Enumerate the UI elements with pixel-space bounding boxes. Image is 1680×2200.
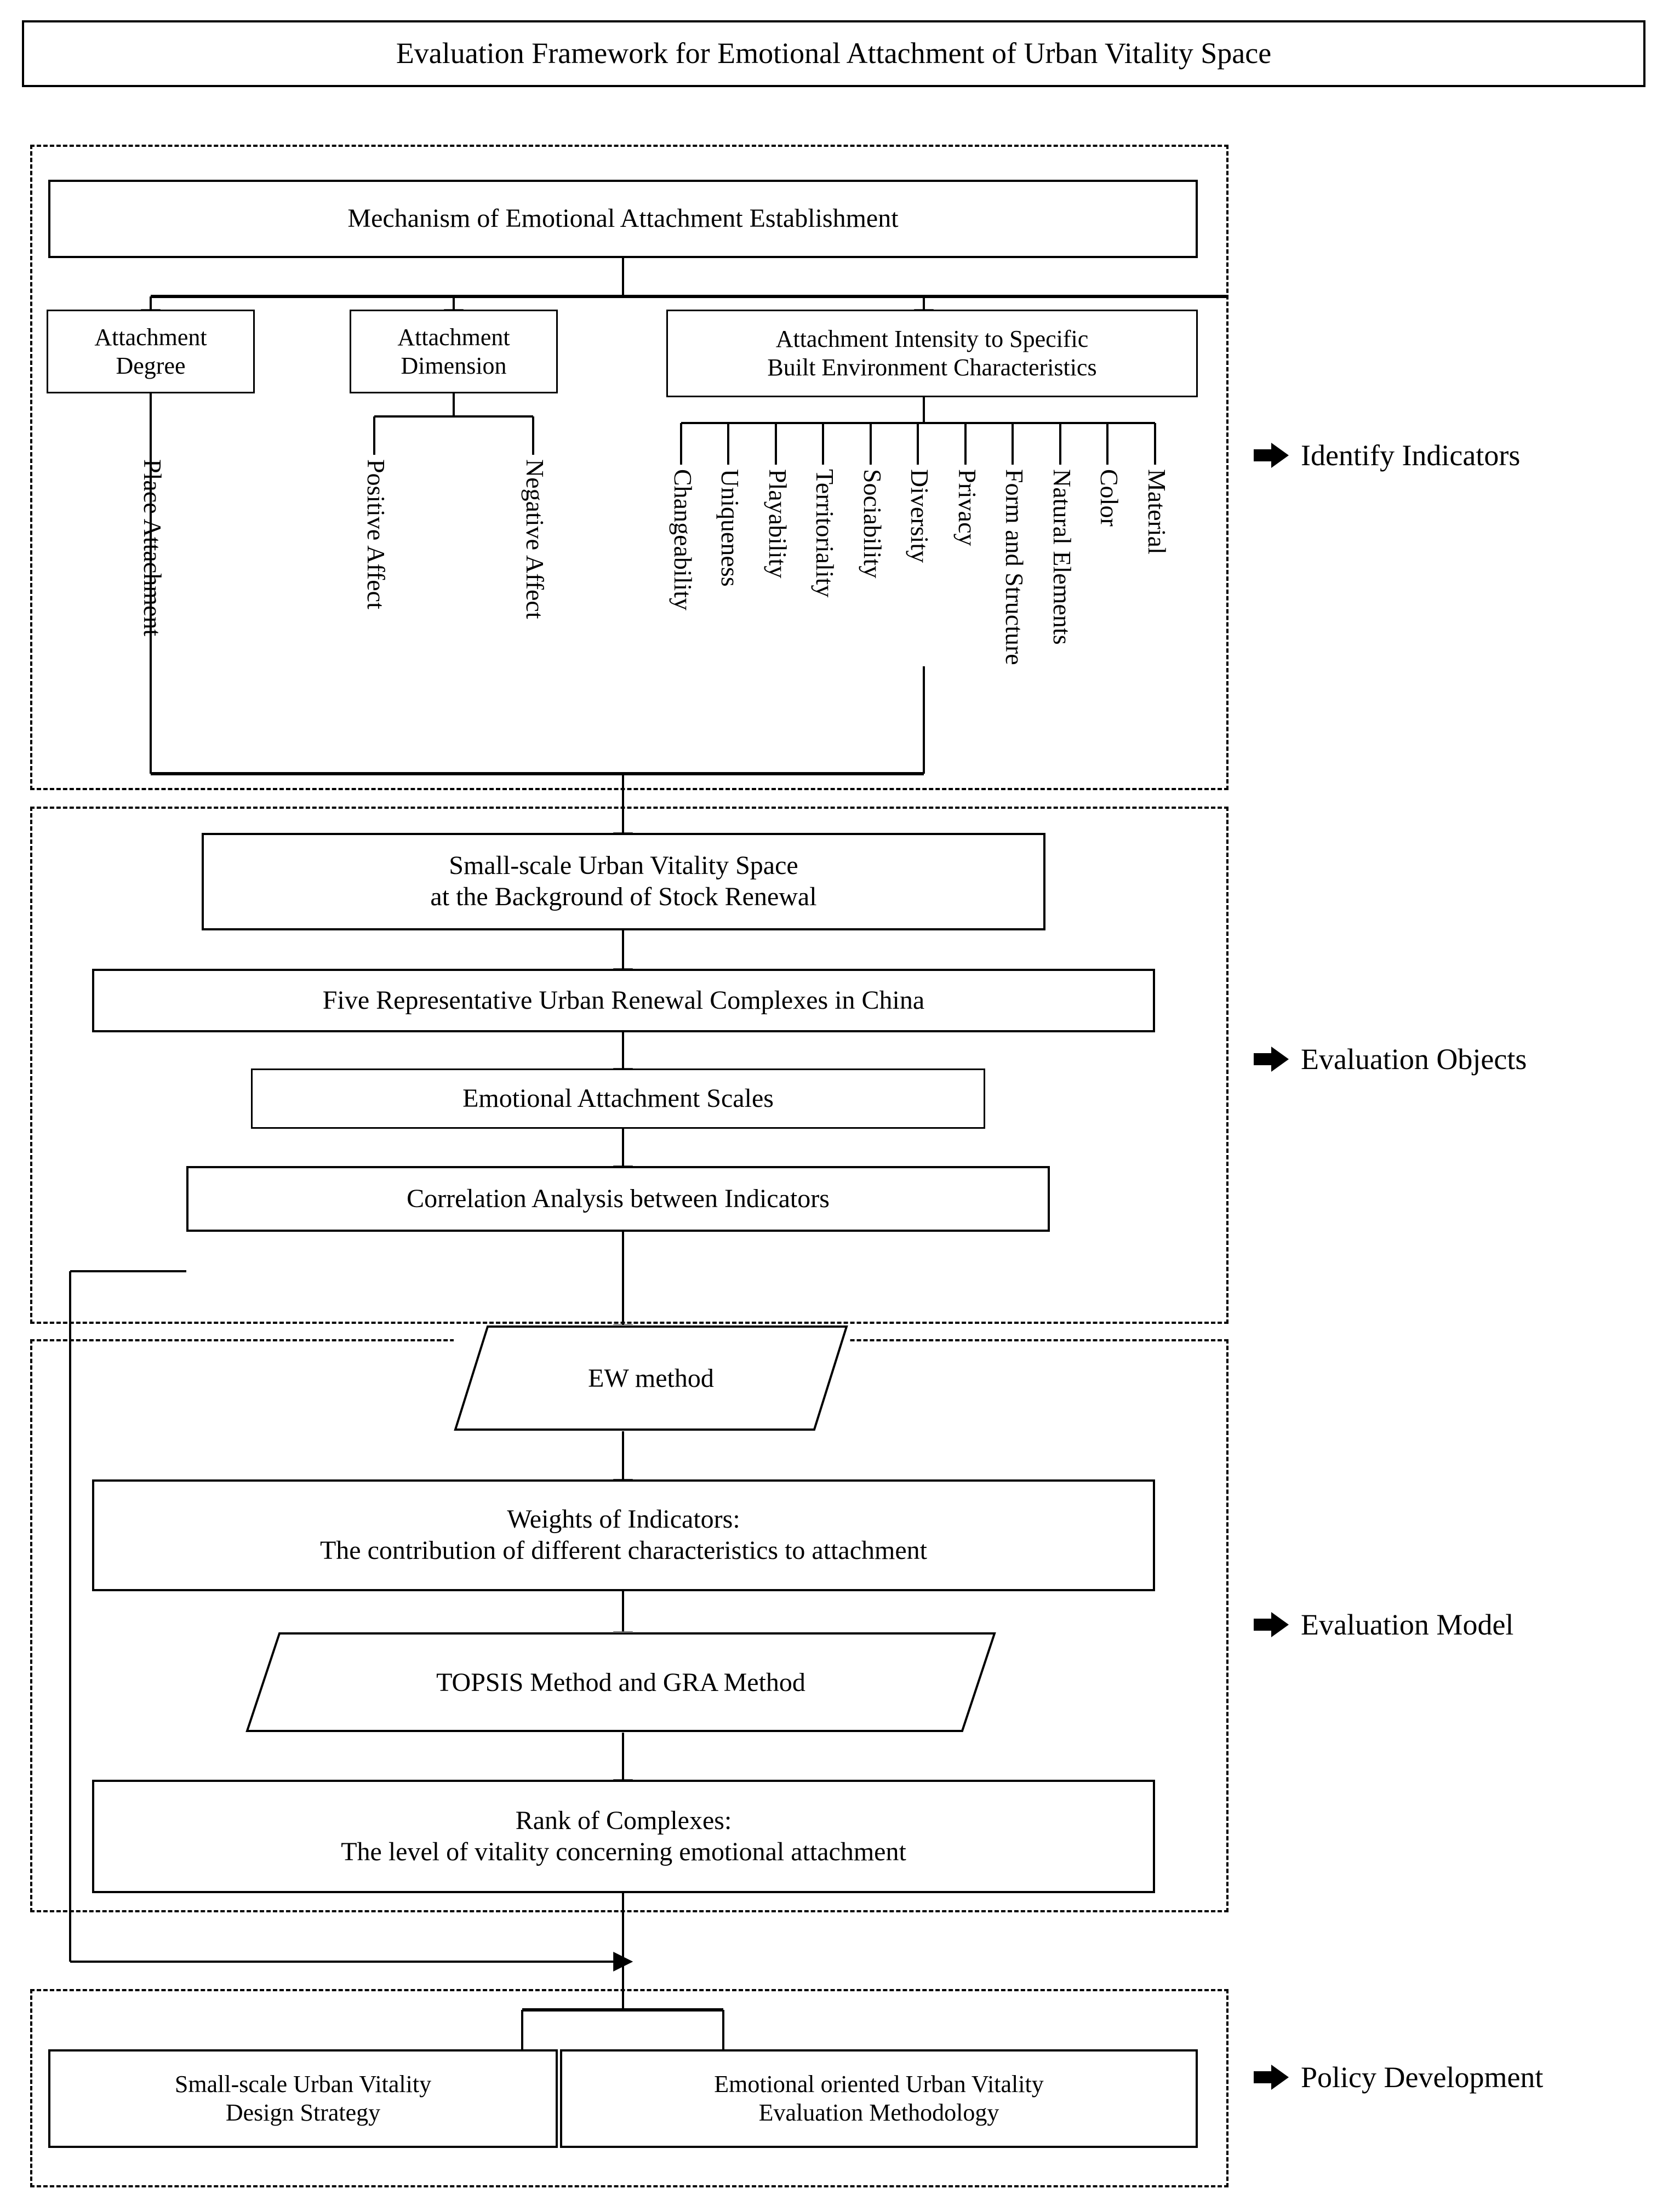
node-line-1: TOPSIS Method and GRA Method [436,1667,805,1697]
stage-evaluation-objects: Evaluation Objects [1254,1042,1527,1076]
leaf-negative-affect: Negative Affect [521,459,549,619]
right-arrow-icon [1254,2065,1289,2090]
node-weights-of-indicators: Weights of Indicators: The contribution … [92,1479,1155,1591]
node-five-representative-complexes: Five Representative Urban Renewal Comple… [92,969,1155,1032]
leaf-sociability: Sociability [859,469,887,579]
node-line-1: Small-scale Urban Vitality Space [449,851,798,881]
parallelogram-shape [245,1632,996,1732]
parallelogram-shape [454,1325,848,1431]
leaf-playability: Playability [764,469,792,579]
node-line-1: Small-scale Urban Vitality [174,2071,432,2098]
node-line-2: Design Strategy [225,2099,381,2126]
node-line-2: Degree [116,352,186,379]
stage-policy-development: Policy Development [1254,2060,1543,2094]
leaf-diversity: Diversity [906,469,934,563]
right-arrow-icon [1254,1612,1289,1637]
node-mechanism-of-emotional-attachment: Mechanism of Emotional Attachment Establ… [48,180,1198,258]
leaf-natural-elements: Natural Elements [1048,469,1076,645]
node-line-1: Attachment [94,323,207,351]
node-attachment-intensity: Attachment Intensity to Specific Built E… [666,310,1198,397]
node-line-1: Weights of Indicators: [507,1505,740,1534]
leaf-privacy: Privacy [953,469,981,546]
leaf-material: Material [1143,469,1171,555]
node-small-scale-urban-vitality-space: Small-scale Urban Vitality Space at the … [202,833,1045,930]
section-identify-indicators [30,145,1228,790]
leaf-changeability: Changeability [669,469,697,611]
node-correlation-analysis: Correlation Analysis between Indicators [186,1166,1050,1232]
section-evaluation-objects [30,807,1228,1324]
node-line-1: Attachment Intensity to Specific [775,325,1089,353]
stage-identify-indicators: Identify Indicators [1254,438,1520,472]
node-attachment-degree: Attachment Degree [47,310,255,393]
leaf-form-and-structure: Form and Structure [1001,469,1028,665]
right-arrow-icon [1254,443,1289,468]
stage-label: Identify Indicators [1301,439,1521,472]
node-line-1: EW method [588,1363,714,1393]
stage-label: Policy Development [1301,2061,1544,2094]
node-line-1: Emotional oriented Urban Vitality [714,2071,1044,2098]
leaf-color: Color [1095,469,1123,527]
leaf-positive-affect: Positive Affect [362,459,390,609]
node-topsis-and-gra-method: TOPSIS Method and GRA Method [245,1632,996,1733]
leaf-uniqueness: Uniqueness [716,469,744,587]
node-line-2: at the Background of Stock Renewal [430,882,817,911]
node-line-2: The level of vitality concerning emotion… [341,1837,906,1866]
section-policy-development [30,1989,1228,2187]
leaf-place-attachment: Place Attachment [139,459,167,637]
stage-evaluation-model: Evaluation Model [1254,1608,1513,1642]
node-line-2: Dimension [401,352,507,379]
leaf-territoriality: Territoriality [811,469,839,598]
node-line-2: The contribution of different characteri… [319,1536,927,1565]
node-line-2: Evaluation Methodology [758,2099,999,2126]
stage-label: Evaluation Objects [1301,1043,1527,1076]
page-title: Evaluation Framework for Emotional Attac… [22,20,1645,87]
stage-label: Evaluation Model [1301,1608,1514,1641]
right-arrow-icon [1254,1047,1289,1072]
node-rank-of-complexes: Rank of Complexes: The level of vitality… [92,1780,1155,1893]
node-ew-method: EW method [454,1325,848,1431]
node-design-strategy: Small-scale Urban Vitality Design Strate… [48,2049,558,2148]
node-line-1: Rank of Complexes: [515,1805,732,1835]
node-line-1: Attachment [397,323,510,351]
node-emotional-attachment-scales: Emotional Attachment Scales [251,1068,985,1129]
node-attachment-dimension: Attachment Dimension [350,310,558,393]
node-line-2: Built Environment Characteristics [767,354,1097,381]
node-evaluation-methodology: Emotional oriented Urban Vitality Evalua… [560,2049,1198,2148]
